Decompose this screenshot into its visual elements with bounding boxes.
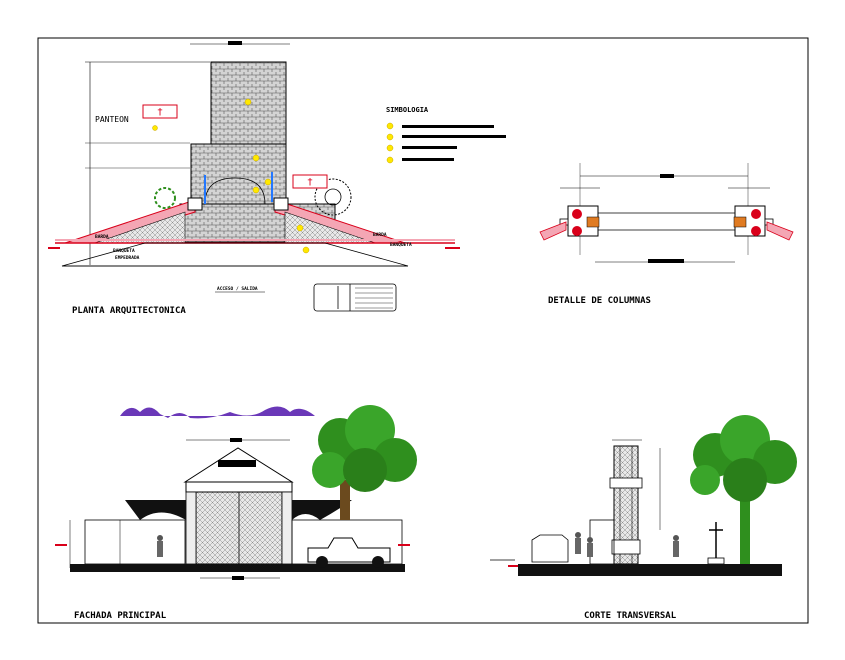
panteon-lower-block: [190, 143, 287, 205]
banqueta-label: BANQUETA: [113, 248, 135, 254]
facade-tree: [312, 405, 417, 520]
barda-right-label: BARDA: [373, 232, 387, 238]
facade-ornament: [120, 406, 315, 419]
columns-title: DETALLE DE COLUMNAS: [548, 296, 651, 306]
barda-left-label: BARDA: [95, 234, 109, 240]
legend: SIMBOLOGIA: [386, 106, 506, 164]
panteon-label: PANTEON: [95, 115, 129, 124]
facade-title: FACHADA PRINCIPAL: [74, 611, 167, 621]
banqueta-empedrada-label: EMPEDRADA: [115, 255, 140, 261]
sheet-frame: [37, 37, 809, 624]
cross-symbol-right: †: [307, 177, 313, 188]
tree-top-view: [314, 178, 352, 216]
section-title: CORTE TRANSVERSAL: [584, 611, 677, 621]
truck-top-view: [313, 283, 397, 312]
facade-view: FACHADA PRINCIPAL: [55, 405, 417, 621]
acceso-label: ACCESO / SALIDA: [217, 286, 258, 292]
plan-view: † † PANTEON BARDA BARDA BANQUETA EMPEDRA…: [48, 41, 460, 316]
section-tree: [690, 415, 797, 564]
section-view: CORTE TRANSVERSAL: [490, 415, 797, 621]
columns-detail-view: DETALLE DE COLUMNAS: [539, 163, 794, 306]
cross-symbol-left: †: [157, 107, 163, 118]
plan-title: PLANTA ARQUITECTONICA: [72, 306, 186, 316]
truck-side-view: [307, 537, 391, 568]
legend-title: SIMBOLOGIA: [386, 106, 429, 114]
banqueta-right-label: BANQUETA: [390, 242, 412, 248]
plant-green: [154, 187, 176, 209]
